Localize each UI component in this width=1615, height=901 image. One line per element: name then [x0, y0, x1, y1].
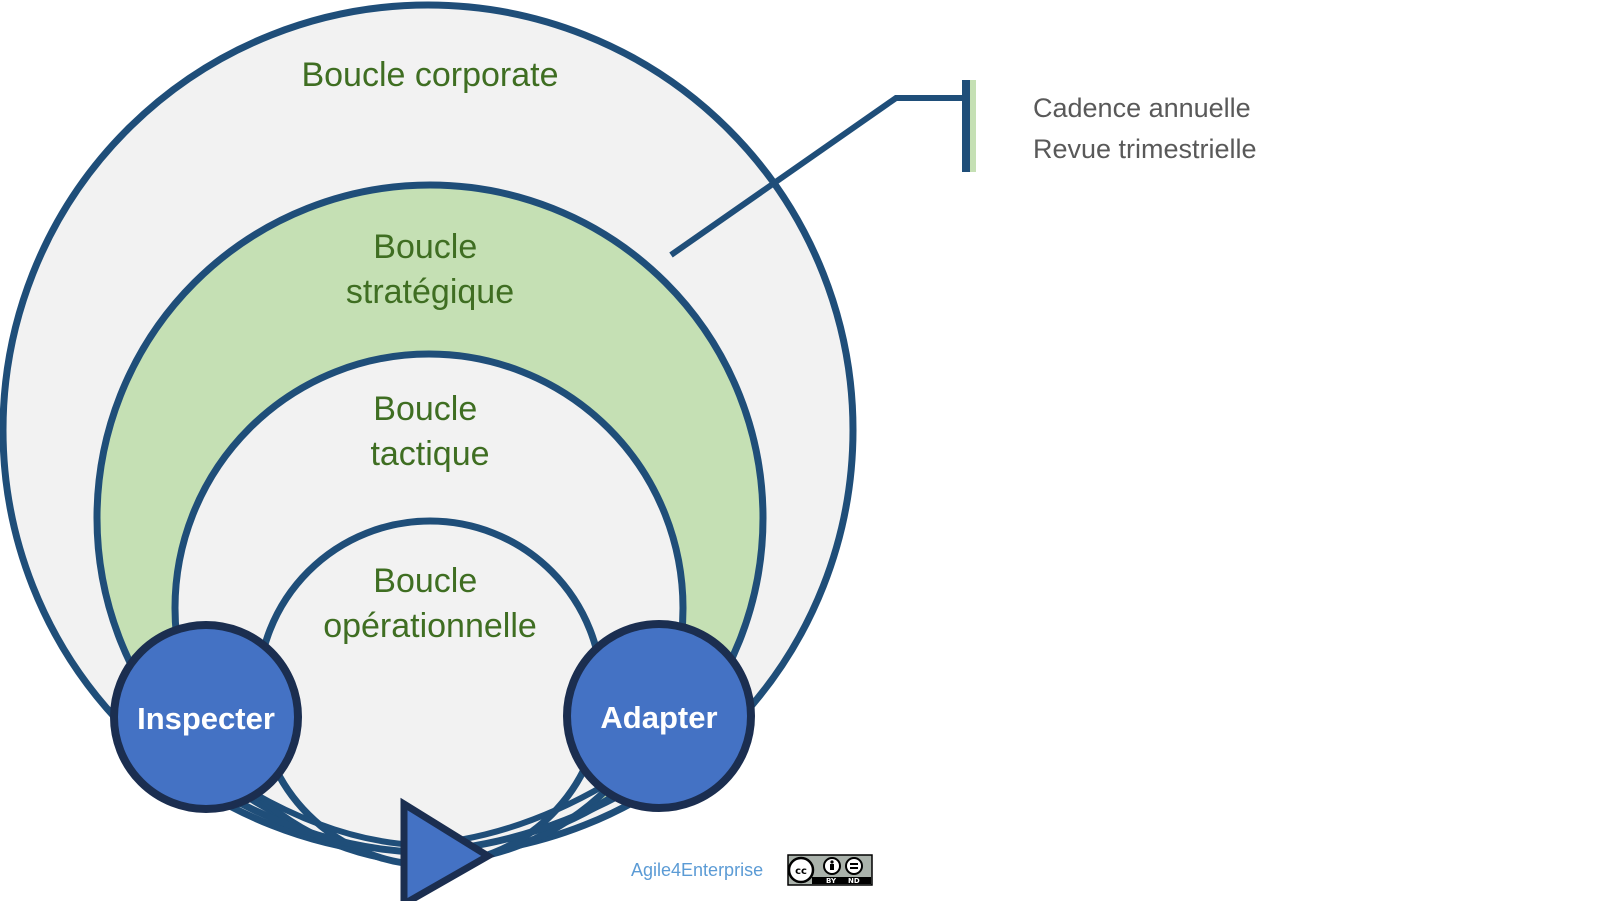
adapt-node — [563, 620, 755, 812]
operational-loop-label-line1: Boucle — [373, 562, 477, 600]
tactical-loop-label-line1: Boucle — [373, 390, 477, 428]
callout-bracket-bar — [962, 80, 970, 172]
license-badge-strip — [812, 877, 871, 884]
tactical-loop-label: Boucle tactique — [370, 390, 489, 473]
cc-license-badge: cc BY ND — [787, 854, 873, 886]
credit-text: Agile4Enterprise — [631, 860, 763, 880]
strategic-loop-label: Boucle stratégique — [346, 228, 514, 311]
direction-arrow-icon — [400, 797, 495, 901]
operational-loop-label-line2: opérationnelle — [323, 607, 537, 645]
callout-bracket-accent — [970, 80, 976, 172]
strategic-loop-label-line1: Boucle — [373, 228, 477, 266]
callout-leader-line — [669, 95, 965, 258]
nd-label: ND — [848, 877, 860, 885]
by-label: BY — [826, 877, 837, 885]
by-attribution-icon-body — [830, 864, 834, 870]
cc-icon — [787, 856, 815, 884]
callout-cadence-text: Cadence annuelle — [1033, 93, 1251, 123]
by-attribution-icon-head — [830, 860, 834, 864]
nd-equals-bar-bottom — [850, 867, 858, 869]
adapt-node-label: Adapter — [600, 700, 717, 735]
callout-review-text: Revue trimestrielle — [1033, 134, 1257, 164]
inspect-node — [110, 621, 302, 813]
operational-loop-label: Boucle opérationnelle — [323, 562, 537, 645]
strategic-loop-label-line2: stratégique — [346, 273, 514, 311]
nd-no-derivatives-icon — [845, 857, 863, 875]
corporate-loop-label: Boucle corporate — [301, 56, 558, 94]
nd-equals-bar-top — [850, 863, 858, 865]
tactical-loop-label-line2: tactique — [370, 435, 489, 473]
cc-icon-glyph: cc — [795, 866, 807, 877]
inspect-node-label: Inspecter — [137, 701, 275, 736]
